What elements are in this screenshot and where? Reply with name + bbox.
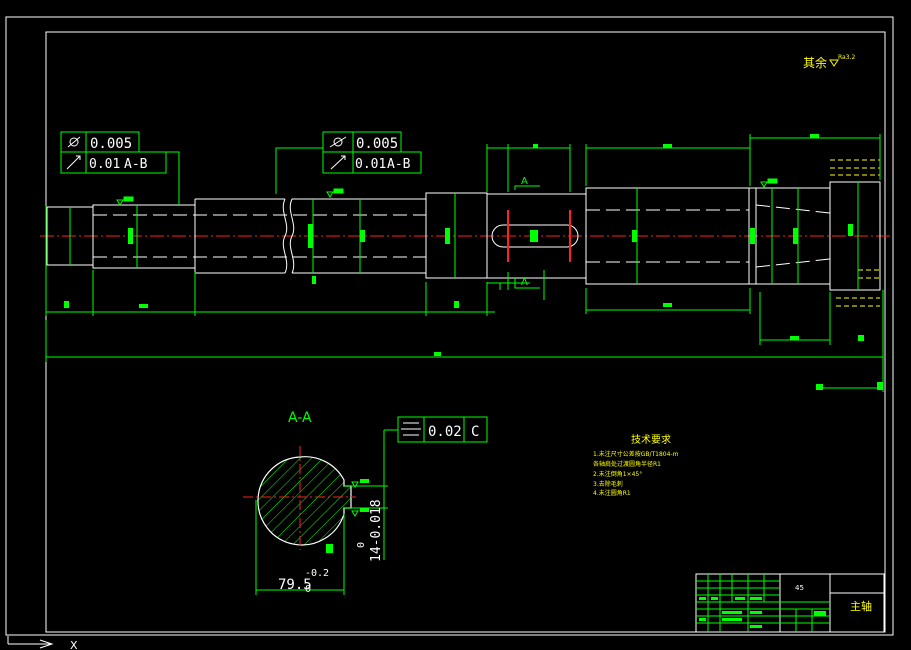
section-label-top: A <box>521 176 528 187</box>
section-dim-tol-lower: 0 <box>305 584 311 595</box>
gtol-middle-value1: 0.005 <box>356 136 398 152</box>
title-part-name: 主轴 <box>850 599 872 613</box>
section-gtol-value: 0.02 <box>428 424 462 440</box>
section-dim-depth: 79.5 <box>278 577 312 593</box>
roughness-symbol-icon <box>829 59 839 67</box>
section-cut-marks <box>507 210 571 262</box>
ucs-x-label: X <box>70 639 78 650</box>
section-indicator: A A <box>514 176 540 289</box>
cylindricity-icon <box>329 136 347 148</box>
gtol-frame-middle: 0.005 0.01 A-B <box>275 131 422 194</box>
section-dim-tol-upper: -0.2 <box>305 568 329 579</box>
other-roughness-note: 其余 Ra3.2 <box>803 54 855 70</box>
dimension-texts <box>64 134 883 390</box>
tech-item-2: 各轴肩处过渡圆角半径R1 <box>593 460 661 468</box>
section-view-title: A-A <box>288 410 312 426</box>
cylindricity-icon <box>67 136 81 148</box>
gtol-left-datum: A-B <box>124 157 148 172</box>
gtol-left-value2: 0.01 <box>89 157 120 172</box>
finish-value: Ra3.2 <box>838 54 855 61</box>
section-view: A-A 79.5 -0.2 0 <box>243 410 488 595</box>
gtol-left-value1: 0.005 <box>90 136 132 152</box>
section-label-bottom: A <box>521 277 528 288</box>
ucs-icon <box>7 636 54 649</box>
end-hidden-features <box>830 159 880 307</box>
runout-arrow-icon <box>330 155 346 170</box>
shaft-hidden-lines <box>93 204 831 268</box>
tech-title: 技术要求 <box>631 433 671 446</box>
tech-item-3: 2.未注倒角1×45° <box>593 470 642 478</box>
gtol-middle-value2: 0.01 <box>355 157 386 172</box>
symmetry-icon <box>401 422 421 436</box>
section-dim-width-upper: 0 <box>356 542 367 548</box>
tech-requirements: 技术要求 1.未注尺寸公差按GB/T1804-m 各轴肩处过渡圆角半径R1 2.… <box>593 433 679 497</box>
other-finish-label: 其余 <box>803 55 827 70</box>
gtol-middle-datum: A-B <box>387 157 411 172</box>
section-gtol-datum: C <box>471 424 479 440</box>
title-material: 45 <box>795 584 804 592</box>
title-block: 45 主轴 <box>695 573 885 633</box>
section-outline <box>257 456 352 546</box>
gtol-frame-left: 0.005 0.01 A-B <box>60 131 180 205</box>
tech-item-5: 4.未注圆角R1 <box>593 489 631 497</box>
section-dim-width: 14-0.018 <box>369 499 384 562</box>
roughness-marks <box>116 178 778 206</box>
dimension-lines <box>45 134 884 392</box>
runout-arrow-icon <box>66 155 81 170</box>
tech-item-4: 3.去除毛刺 <box>593 480 623 488</box>
tech-item-1: 1.未注尺寸公差按GB/T1804-m <box>593 450 679 458</box>
